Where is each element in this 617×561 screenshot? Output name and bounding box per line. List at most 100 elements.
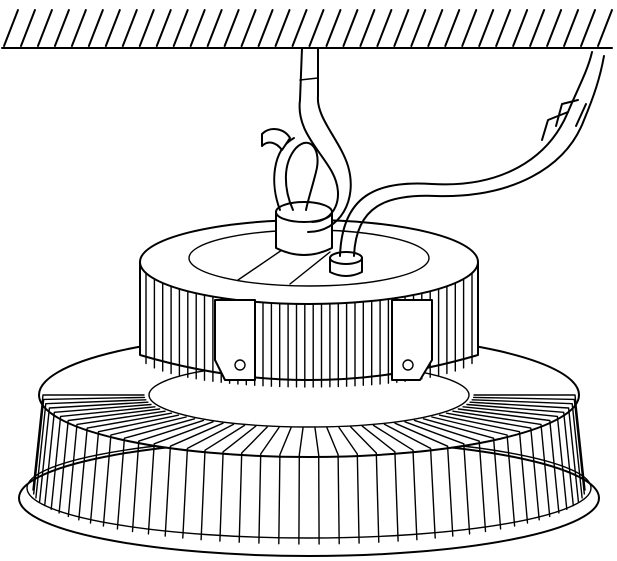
lower-fin	[219, 425, 257, 542]
ceiling-hatch-line	[342, 9, 359, 47]
ceiling-hatch-line	[597, 9, 613, 47]
lower-fin	[33, 396, 146, 495]
lower-fin	[471, 399, 583, 499]
lower-fin	[326, 427, 340, 545]
ceiling-hatch-line	[155, 9, 172, 47]
ceiling-hook	[298, 47, 352, 233]
lower-fin	[457, 408, 560, 514]
ceiling-hatch-line	[546, 9, 563, 47]
ceiling-hatch-line	[495, 9, 512, 47]
ceiling-hatch-line	[172, 9, 189, 47]
lower-fin	[472, 396, 585, 495]
lower-fin	[78, 412, 173, 521]
lower-fin	[58, 408, 161, 514]
ceiling-hatch-line	[206, 9, 223, 47]
lower-fin	[44, 403, 152, 507]
mounting-bracket-left	[214, 299, 256, 381]
ceiling-hatch-line	[104, 9, 121, 47]
lower-fin	[350, 426, 380, 543]
lower-fin	[131, 419, 205, 533]
cable-sheath-left	[339, 51, 593, 257]
wire-lead-1	[541, 111, 569, 141]
eye-bolt-ring	[284, 141, 319, 211]
lower-fin	[466, 403, 574, 507]
lower-fin	[404, 421, 471, 535]
lower-fin	[35, 399, 147, 499]
lower-fin	[32, 394, 145, 491]
lower-fin	[50, 406, 156, 510]
power-cable	[329, 51, 605, 277]
lower-fin	[361, 425, 399, 542]
bracket-screw-right	[402, 359, 414, 371]
lower-fin	[338, 426, 360, 544]
ceiling-hatch-line	[376, 9, 393, 47]
lower-fin	[278, 427, 292, 545]
lower-fin	[89, 414, 180, 524]
ceiling-hatch-line	[410, 9, 427, 47]
ceiling-hatch-line	[87, 9, 104, 47]
ceiling	[1, 9, 613, 49]
hook-rod-right	[307, 47, 352, 233]
hook-rod-band	[299, 77, 319, 81]
ceiling-hatch-line	[223, 9, 240, 47]
ceiling-hatch-line	[138, 9, 155, 47]
lower-fin	[314, 427, 320, 545]
lower-fin	[445, 412, 540, 521]
ceiling-hatch-line	[580, 9, 597, 47]
ceiling-hatch-line	[461, 9, 478, 47]
lower-fin	[473, 394, 586, 491]
ceiling-hatch-line	[3, 9, 19, 47]
lower-fin	[147, 421, 214, 535]
ceiling-hatch-line	[257, 9, 274, 47]
ceiling-hatch-line	[359, 9, 376, 47]
upper-heatsink	[139, 219, 479, 388]
ceiling-hatch-line	[19, 9, 36, 47]
lower-fin	[462, 406, 568, 510]
ceiling-hatch-line	[274, 9, 291, 47]
ceiling-hatch-line	[393, 9, 410, 47]
ceiling-hatch-line	[325, 9, 342, 47]
lower-fin	[372, 424, 418, 541]
ceiling-hatch-line	[53, 9, 70, 47]
lower-fin	[116, 418, 196, 530]
lower-fin	[238, 426, 268, 543]
wire-lead-2	[555, 99, 579, 127]
ceiling-hatch-line	[36, 9, 53, 47]
ceiling-hatch-line	[427, 9, 444, 47]
ceiling-hatch-line	[512, 9, 529, 47]
lower-fin	[394, 422, 454, 537]
lower-fin	[452, 410, 551, 518]
ceiling-hatch-line	[240, 9, 257, 47]
ceiling-hatching	[3, 9, 613, 47]
mounting-bracket-right	[391, 299, 433, 381]
ceiling-hatch-line	[121, 9, 138, 47]
lower-fin	[413, 419, 487, 533]
lower-fin	[38, 401, 149, 503]
lower-heatsink-fins	[32, 394, 586, 545]
lower-fin	[67, 410, 166, 518]
cable-sheath-right	[353, 55, 605, 257]
lower-fin	[422, 418, 502, 530]
lower-fin	[164, 422, 224, 537]
lower-fin	[431, 416, 516, 527]
hook-base-cylinder	[275, 211, 333, 256]
cover-seam	[237, 249, 331, 285]
ceiling-hatch-line	[563, 9, 580, 47]
lower-fin	[383, 423, 436, 539]
bracket-screw-left	[234, 359, 246, 371]
lower-fin	[438, 414, 529, 524]
hook-mount	[261, 128, 333, 256]
cable-gland-top	[329, 251, 363, 265]
hook-rod-left	[298, 47, 339, 223]
ceiling-hatch-line	[308, 9, 325, 47]
eye-bolt-ring-outer	[273, 137, 295, 211]
ceiling-hatch-line	[291, 9, 308, 47]
lower-fin	[200, 424, 246, 541]
ceiling-hatch-line	[478, 9, 495, 47]
hook-tip	[261, 128, 291, 151]
lower-fin	[298, 427, 304, 545]
ceiling-hatch-line	[529, 9, 546, 47]
lower-fin	[469, 401, 580, 503]
